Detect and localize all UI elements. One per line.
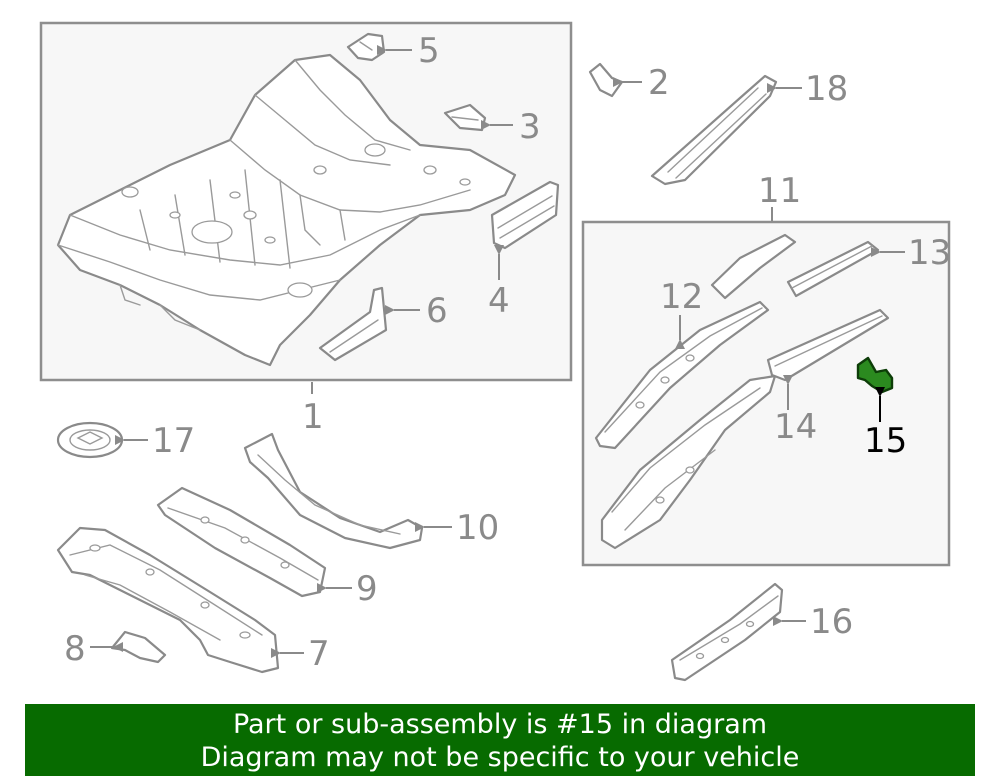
callout-3[interactable]: 3 <box>519 107 541 147</box>
part-16-reinforcement[interactable] <box>670 582 784 682</box>
callout-14[interactable]: 14 <box>774 407 817 447</box>
part-10-crossmember[interactable] <box>243 432 424 550</box>
callout-13[interactable]: 13 <box>908 233 951 273</box>
callout-17[interactable]: 17 <box>152 421 195 461</box>
callout-7[interactable]: 7 <box>308 634 330 674</box>
banner-line-2: Diagram may not be specific to your vehi… <box>200 742 800 773</box>
callout-6[interactable]: 6 <box>426 291 448 331</box>
callout-9[interactable]: 9 <box>356 569 378 609</box>
part-14-rail[interactable] <box>766 308 890 382</box>
callout-15[interactable]: 15 <box>864 421 907 461</box>
part-11-bracket[interactable] <box>710 233 797 300</box>
callout-1[interactable]: 1 <box>302 397 324 437</box>
part-8-bracket[interactable] <box>110 630 167 664</box>
part-4-rail[interactable] <box>490 180 560 250</box>
banner-line-1: Part or sub-assembly is #15 in diagram <box>232 709 768 740</box>
part-11-rail[interactable] <box>600 374 777 550</box>
part-6-bracket[interactable] <box>318 286 388 362</box>
callout-2[interactable]: 2 <box>648 63 670 103</box>
callout-5[interactable]: 5 <box>418 31 440 71</box>
part-15-bracket[interactable] <box>856 356 894 394</box>
callout-11[interactable]: 11 <box>758 171 801 211</box>
part-1-floor-pan[interactable] <box>56 53 517 367</box>
callout-4[interactable]: 4 <box>488 281 510 321</box>
part-7-member[interactable] <box>56 526 280 674</box>
part-2-clip[interactable] <box>588 62 624 98</box>
part-18-reinforcement[interactable] <box>650 74 778 186</box>
callout-16[interactable]: 16 <box>810 602 853 642</box>
part-17-plug[interactable] <box>56 421 124 459</box>
callout-10[interactable]: 10 <box>456 508 499 548</box>
callout-8[interactable]: 8 <box>64 629 86 669</box>
callout-12[interactable]: 12 <box>660 277 703 317</box>
part-12-side-member[interactable] <box>594 300 770 450</box>
callout-18[interactable]: 18 <box>805 69 848 109</box>
info-banner: Part or sub-assembly is #15 in diagram D… <box>25 704 975 776</box>
